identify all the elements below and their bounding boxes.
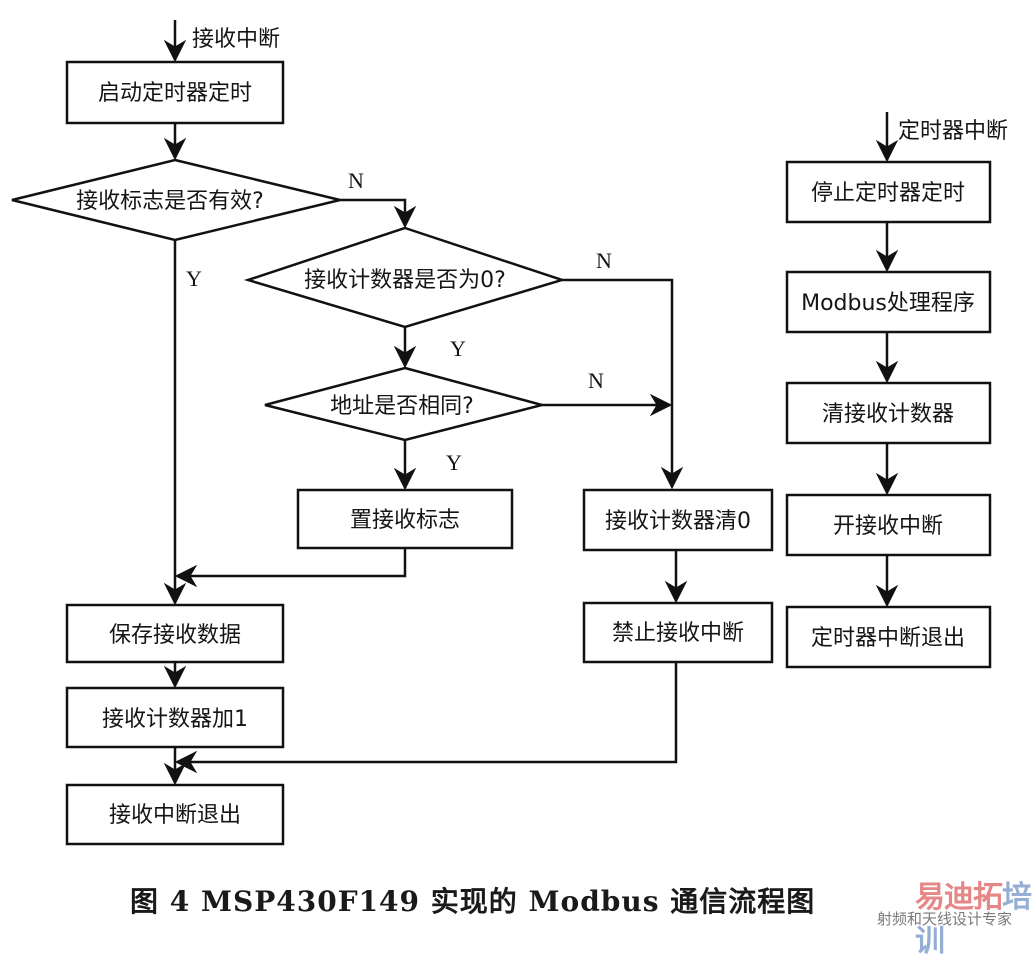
box-modbus (785, 270, 992, 334)
label-counter-yes: Y (450, 336, 466, 361)
box-set-flag (296, 488, 514, 550)
box-disable-rx (582, 601, 774, 664)
label-entry: 接收中断 (192, 27, 280, 52)
arrow-disable-merge (174, 662, 678, 774)
label-flag-yes: Y (186, 266, 202, 291)
text-enable-rx: 开接收中断 (833, 514, 943, 539)
text-disable-rx: 禁止接收中断 (612, 621, 744, 646)
text-check-counter: 接收计数器是否为0? (304, 268, 506, 293)
figure-caption: 图 4 MSP430F149 实现的 Modbus 通信流程图 (130, 885, 816, 918)
text-clear-counter: 接收计数器清0 (605, 509, 751, 534)
text-stop-timer: 停止定时器定时 (811, 181, 965, 206)
arrow-flag-no (340, 198, 417, 229)
text-start-timer: 启动定时器定时 (98, 81, 252, 106)
text-modbus: Modbus处理程序 (801, 291, 975, 316)
arrow-counter-no (562, 278, 684, 490)
text-counter-inc: 接收计数器加1 (102, 707, 248, 732)
text-check-flag: 接收标志是否有效? (76, 189, 264, 214)
watermark-slogan: 射频和天线设计专家 (877, 910, 1013, 928)
box-timer-exit (785, 605, 992, 669)
label-timer-entry: 定时器中断 (898, 119, 1008, 144)
text-set-flag: 置接收标志 (350, 508, 460, 533)
box-exit (65, 783, 285, 846)
box-clear-counter (582, 488, 774, 552)
box-stop-timer (785, 160, 992, 224)
arrow-set-flag-merge (174, 548, 407, 588)
label-address-no: N (588, 368, 604, 393)
text-check-address: 地址是否相同? (330, 394, 474, 419)
flowchart: 接收中断 启动定时器定时 接收标志是否有效? N Y 接收计数器是否为0? N … (11, 20, 1008, 846)
label-counter-no: N (596, 248, 612, 273)
text-exit: 接收中断退出 (109, 803, 241, 828)
watermark-brand-red: 易迪拓 (915, 880, 1003, 915)
label-address-yes: Y (446, 450, 462, 475)
box-enable-rx (785, 493, 992, 557)
text-save-data: 保存接收数据 (109, 623, 241, 648)
box-clear-rx-counter (785, 381, 992, 445)
text-clear-rx-counter: 清接收计数器 (822, 402, 954, 427)
text-timer-exit: 定时器中断退出 (811, 626, 965, 651)
label-flag-no: N (348, 168, 364, 193)
